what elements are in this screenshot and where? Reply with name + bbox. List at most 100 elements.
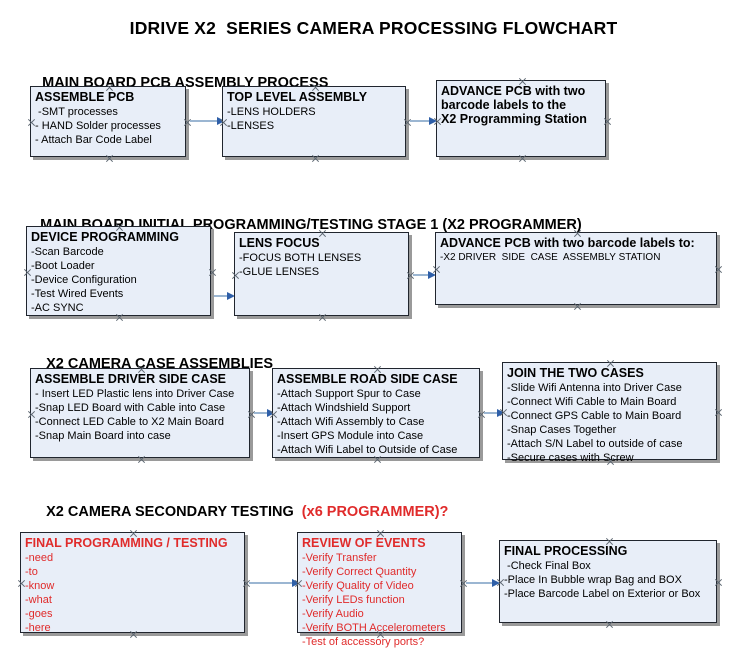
connector-arrow [413, 271, 436, 279]
connector-arrow [466, 579, 500, 587]
connection-handle-right[interactable] [403, 118, 412, 127]
node-line: - Attach Bar Code Label [35, 134, 152, 146]
node-advance-pcb-driver-side-case[interactable]: ADVANCE PCB with two barcode labels to: … [435, 232, 717, 305]
connection-handle-bottom[interactable] [318, 313, 327, 322]
node-line: -Scan Barcode [31, 246, 104, 258]
node-line-overflow: -Test of accessory ports? [302, 636, 425, 648]
node-title: TOP LEVEL ASSEMBLY [227, 90, 368, 104]
node-line: -Slide Wifi Antenna into Driver Case [507, 382, 682, 394]
node-line: -Attach Wifi Assembly to Case [277, 416, 425, 428]
arrow-head-icon [428, 271, 436, 279]
node-line: -what [25, 594, 52, 606]
node-line: -SMT processes [35, 106, 118, 118]
connection-handle-bottom[interactable] [573, 302, 582, 311]
node-title: LENS FOCUS [239, 236, 320, 250]
node-title: ADVANCE PCB with two barcode labels to: [440, 236, 695, 250]
node-assemble-road-side-case[interactable]: ASSEMBLE ROAD SIDE CASE -Attach Support … [272, 368, 480, 458]
node-line: -Place Barcode Label on Exterior or Box [504, 588, 701, 600]
connection-handle-right[interactable] [247, 410, 256, 419]
node-line: -to [25, 566, 38, 578]
node-line: -Attach Windshield Support [277, 402, 411, 414]
node-line: -Connect Wifi Cable to Main Board [507, 396, 677, 408]
connection-handle-right[interactable] [477, 410, 486, 419]
node-line: -LENSES [227, 120, 275, 132]
node-line: -know [25, 580, 55, 592]
node-title: ASSEMBLE PCB [35, 90, 135, 104]
node-lens-focus[interactable]: LENS FOCUS -FOCUS BOTH LENSES -GLUE LENS… [234, 232, 409, 316]
section-heading-4-text: X2 CAMERA SECONDARY TESTING [46, 504, 302, 520]
connector-arrow [214, 292, 235, 300]
node-advance-pcb-programming-station[interactable]: ADVANCE PCB with two barcode labels to t… [436, 80, 606, 157]
node-line: -Snap LED Board with Cable into Case [35, 402, 226, 414]
node-line: -GLUE LENSES [239, 266, 320, 278]
node-line: -X2 DRIVER SIDE CASE ASSEMBLY STATION [440, 252, 661, 263]
node-line: -here [25, 622, 51, 634]
connection-handle-bottom[interactable] [518, 154, 527, 163]
node-line: -Verify Correct Quantity [302, 566, 417, 578]
node-review-of-events[interactable]: REVIEW OF EVENTS -Verify Transfer -Verif… [297, 532, 462, 648]
node-line: -Verify Transfer [302, 552, 377, 564]
node-title: ASSEMBLE ROAD SIDE CASE [277, 372, 458, 386]
node-line: -LENS HOLDERS [227, 106, 316, 118]
connection-handle-bottom[interactable] [137, 455, 146, 464]
node-line: -Attach Support Spur to Case [277, 388, 421, 400]
node-line: -Connect GPS Cable to Main Board [507, 410, 682, 422]
node-line: -Connect LED Cable to X2 Main Board [35, 416, 224, 428]
node-title: ASSEMBLE DRIVER SIDE CASE [35, 372, 227, 386]
node-title: ADVANCE PCB with two barcode labels to t… [441, 84, 587, 126]
connection-handle-bottom[interactable] [311, 154, 320, 163]
node-line: -Secure cases with Screw [507, 452, 634, 464]
node-join-the-two-cases[interactable]: JOIN THE TWO CASES -Slide Wifi Antenna i… [502, 362, 717, 464]
connection-handle-bottom[interactable] [105, 154, 114, 163]
node-line: -Check Final Box [504, 560, 591, 572]
node-line: -Verify BOTH Accelerometers [302, 622, 446, 634]
connection-handle-right[interactable] [714, 578, 723, 587]
connector-arrow [410, 117, 437, 125]
connection-handle-right[interactable] [603, 117, 612, 126]
connection-handle-bottom[interactable] [605, 620, 614, 629]
node-line: -Snap Main Board into case [35, 430, 171, 442]
node-line: -need [25, 552, 54, 564]
connection-handle-right[interactable] [183, 118, 192, 127]
node-title: FINAL PROCESSING [504, 544, 628, 558]
section-heading-4-accent: (x6 PROGRAMMER)? [301, 504, 449, 520]
node-line: - HAND Solder processes [35, 120, 161, 132]
connector-arrow [484, 409, 505, 417]
node-line: -Attach Wifi Label to Outside of Case [277, 444, 458, 456]
node-assemble-driver-side-case[interactable]: ASSEMBLE DRIVER SIDE CASE - Insert LED P… [30, 368, 250, 458]
node-line: -Verify LEDs function [302, 594, 405, 606]
connector-arrow [254, 409, 275, 417]
arrow-head-icon [227, 292, 235, 300]
node-line: -Snap Cases Together [507, 424, 617, 436]
connector-arrow [190, 117, 225, 125]
section-heading-4: X2 CAMERA SECONDARY TESTING (x6 PROGRAMM… [30, 488, 448, 536]
arrow-head-icon [267, 409, 275, 417]
node-assemble-pcb[interactable]: ASSEMBLE PCB -SMT processes - HAND Solde… [30, 86, 186, 157]
arrow-head-icon [292, 579, 300, 587]
node-final-programming-testing[interactable]: FINAL PROGRAMMING / TESTING -need -to -k… [20, 532, 245, 634]
arrow-head-icon [492, 579, 500, 587]
node-top-level-assembly[interactable]: TOP LEVEL ASSEMBLY -LENS HOLDERS -LENSES [222, 86, 406, 157]
node-title: REVIEW OF EVENTS [302, 536, 426, 550]
arrow-head-icon [429, 117, 437, 125]
node-line: -goes [25, 608, 53, 620]
node-line: -Verify Quality of Video [302, 580, 414, 592]
node-line: -Boot Loader [31, 260, 95, 272]
node-line: -Test Wired Events [31, 288, 124, 300]
node-line: -Attach S/N Label to outside of case [507, 438, 683, 450]
node-line: -Insert GPS Module into Case [277, 430, 424, 442]
node-line: -FOCUS BOTH LENSES [239, 252, 362, 264]
connection-handle-right[interactable] [714, 408, 723, 417]
node-final-processing[interactable]: FINAL PROCESSING -Check Final Box -Place… [499, 540, 717, 623]
node-device-programming[interactable]: DEVICE PROGRAMMING -Scan Barcode -Boot L… [26, 226, 211, 316]
node-line: - Insert LED Plastic lens into Driver Ca… [35, 388, 235, 400]
page-title: IDRIVE X2 SERIES CAMERA PROCESSING FLOWC… [129, 18, 618, 38]
connection-handle-right[interactable] [714, 265, 723, 274]
node-title: JOIN THE TWO CASES [507, 366, 644, 380]
node-line: -AC SYNC [31, 302, 84, 314]
node-line: -Verify Audio [302, 608, 364, 620]
node-title: FINAL PROGRAMMING / TESTING [25, 536, 228, 550]
connection-handle-right[interactable] [208, 268, 217, 277]
node-line: -Device Configuration [31, 274, 137, 286]
